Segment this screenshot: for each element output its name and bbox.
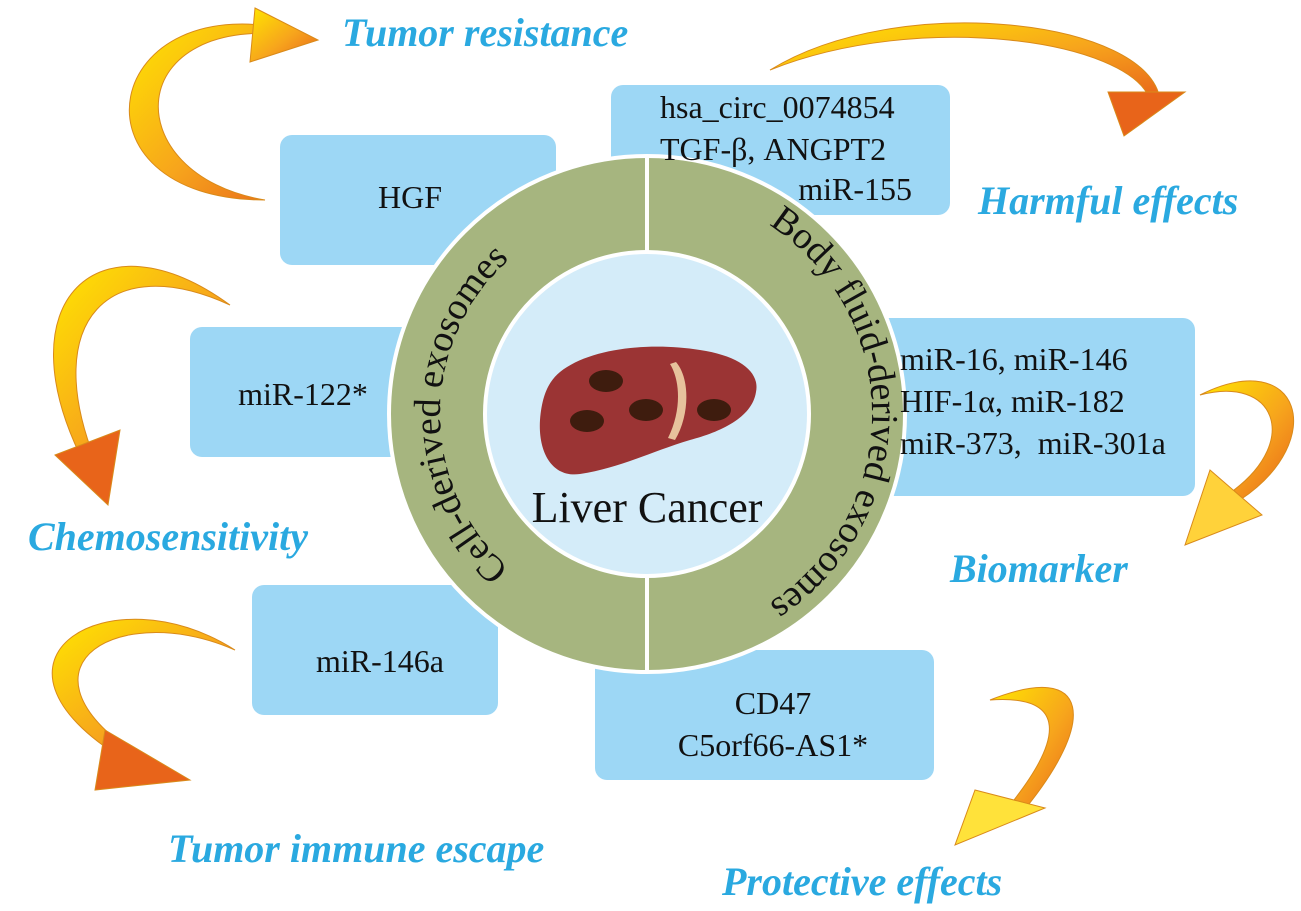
box-protective bbox=[595, 650, 934, 780]
arrow-harmful-effects bbox=[769, 22, 1187, 137]
box-protective-line-2: C5orf66-AS1* bbox=[678, 727, 868, 763]
box-harmful-line-2: TGF-β, ANGPT2 bbox=[660, 131, 886, 167]
liver-spot bbox=[697, 399, 731, 421]
box-protective-line-1: CD47 bbox=[735, 685, 811, 721]
label-tumor-immune-escape: Tumor immune escape bbox=[168, 826, 544, 871]
arrow-tumor-immune-escape bbox=[51, 618, 236, 791]
liver-spot bbox=[589, 370, 623, 392]
box-biomarker-line-2: HIF-1α, miR-182 bbox=[900, 383, 1125, 419]
label-tumor-resistance: Tumor resistance bbox=[342, 10, 628, 55]
label-protective-effects: Protective effects bbox=[721, 859, 1002, 904]
box-mir146a-line-1: miR-146a bbox=[316, 643, 444, 679]
box-mir146a bbox=[252, 585, 498, 715]
liver-spot bbox=[629, 399, 663, 421]
category-labels: Tumor resistance Harmful effects Chemose… bbox=[28, 10, 1238, 904]
label-biomarker: Biomarker bbox=[949, 546, 1128, 591]
label-chemosensitivity: Chemosensitivity bbox=[28, 514, 308, 559]
box-hgf-line-1: HGF bbox=[378, 179, 442, 215]
box-harmful-line-3: miR-155 bbox=[798, 171, 912, 207]
box-biomarker bbox=[870, 318, 1195, 496]
arrow-biomarker bbox=[1184, 380, 1294, 546]
box-harmful-line-1: hsa_circ_0074854 bbox=[660, 89, 895, 125]
liver-icon bbox=[539, 346, 757, 475]
arrows bbox=[51, 7, 1294, 846]
arrow-chemosensitivity bbox=[53, 265, 231, 507]
arrow-protective-effects bbox=[954, 686, 1074, 846]
arrow-tumor-resistance bbox=[128, 7, 320, 201]
box-biomarker-line-1: miR-16, miR-146 bbox=[900, 341, 1128, 377]
box-mir122 bbox=[190, 327, 420, 457]
center-title: Liver Cancer bbox=[532, 483, 763, 532]
liver-spot bbox=[570, 410, 604, 432]
box-texts: HGF hsa_circ_0074854 TGF-β, ANGPT2 miR-1… bbox=[238, 89, 1166, 763]
box-biomarker-line-3: miR-373, miR-301a bbox=[900, 425, 1166, 461]
label-harmful-effects: Harmful effects bbox=[977, 178, 1238, 223]
box-mir122-line-1: miR-122* bbox=[238, 376, 368, 412]
